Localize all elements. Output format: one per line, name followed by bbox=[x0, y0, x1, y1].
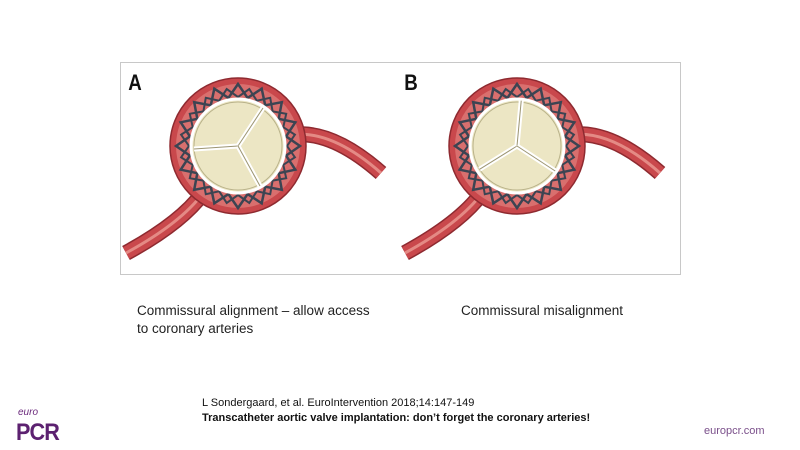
caption-b-line-1: Commissural misalignment bbox=[461, 303, 624, 318]
citation-authors: L Sondergaard, et al. EuroIntervention 2… bbox=[202, 397, 475, 409]
website-link: europcr.com bbox=[704, 425, 765, 437]
figure-panel: A B bbox=[120, 62, 681, 275]
valve-diagram-b bbox=[401, 77, 666, 261]
commissure-line-shadow bbox=[193, 145, 239, 150]
valve-illustration bbox=[122, 77, 666, 261]
commissure-line-shadow bbox=[516, 100, 522, 147]
valve-ring bbox=[472, 101, 562, 191]
citation-title: Transcatheter aortic valve implantation:… bbox=[202, 412, 591, 424]
stent-frame-inner bbox=[179, 87, 297, 205]
logo-euro-text: euro bbox=[18, 407, 39, 418]
panel-label-b: B bbox=[404, 70, 418, 95]
commissure-line-shadow bbox=[516, 145, 556, 172]
stent-frame-inner bbox=[458, 87, 576, 205]
panel-label-a: A bbox=[128, 70, 142, 95]
coronary-artery bbox=[122, 189, 209, 259]
valve-ring bbox=[193, 101, 283, 191]
commissure-lines bbox=[478, 100, 557, 174]
caption-a: Commissural alignment – allow access to … bbox=[137, 302, 370, 338]
commissure-line-shadow bbox=[237, 107, 264, 147]
commissure-line-shadow bbox=[237, 145, 261, 187]
caption-b: Commissural misalignment bbox=[461, 302, 623, 320]
caption-a-line-2: to coronary arteries bbox=[137, 321, 254, 336]
logo-pcr: PCR bbox=[16, 419, 60, 446]
coronary-artery bbox=[401, 189, 488, 259]
commissure-line-shadow bbox=[479, 145, 518, 170]
valve-diagram-a bbox=[122, 77, 387, 261]
commissure-lines bbox=[193, 106, 266, 188]
caption-a-line-1: Commissural alignment – allow access bbox=[137, 303, 370, 318]
